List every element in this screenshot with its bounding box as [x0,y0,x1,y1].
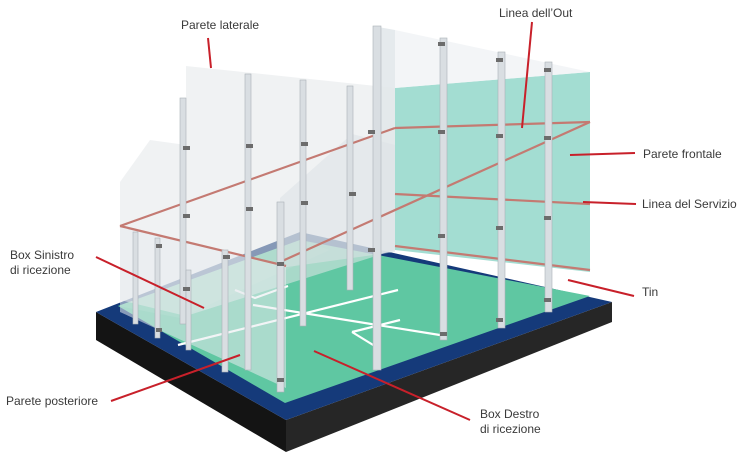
hinges [156,42,551,382]
leader-left-box [95,256,205,309]
out-line-front [394,120,591,130]
label-out-line: Linea dell’Out [499,6,573,20]
label-left-box: Box Sinistro di ricezione [10,248,75,277]
label-right-box: Box Destro di ricezione [480,407,541,436]
leader-right-box [313,350,471,421]
out-line-diagonal [279,120,591,264]
leader-side-wall [207,37,212,69]
service-line [394,192,591,206]
tin-line [394,244,591,272]
label-side-wall: Parete laterale [181,18,260,32]
leader-back-wall [110,354,241,402]
leader-front-wall [569,152,636,156]
leader-service-line [582,201,637,205]
back-wall-edge [119,224,287,268]
leader-out-line [521,21,533,129]
leader-lines [95,21,637,421]
front-wall [373,26,590,272]
leader-tin [567,279,635,297]
label-front-wall: Parete frontale [643,147,722,161]
label-back-wall: Parete posteriore [6,394,99,408]
label-service-line: Linea del Servizio [642,197,737,211]
label-tin: Tin [642,285,659,299]
glass-posts [132,25,553,393]
